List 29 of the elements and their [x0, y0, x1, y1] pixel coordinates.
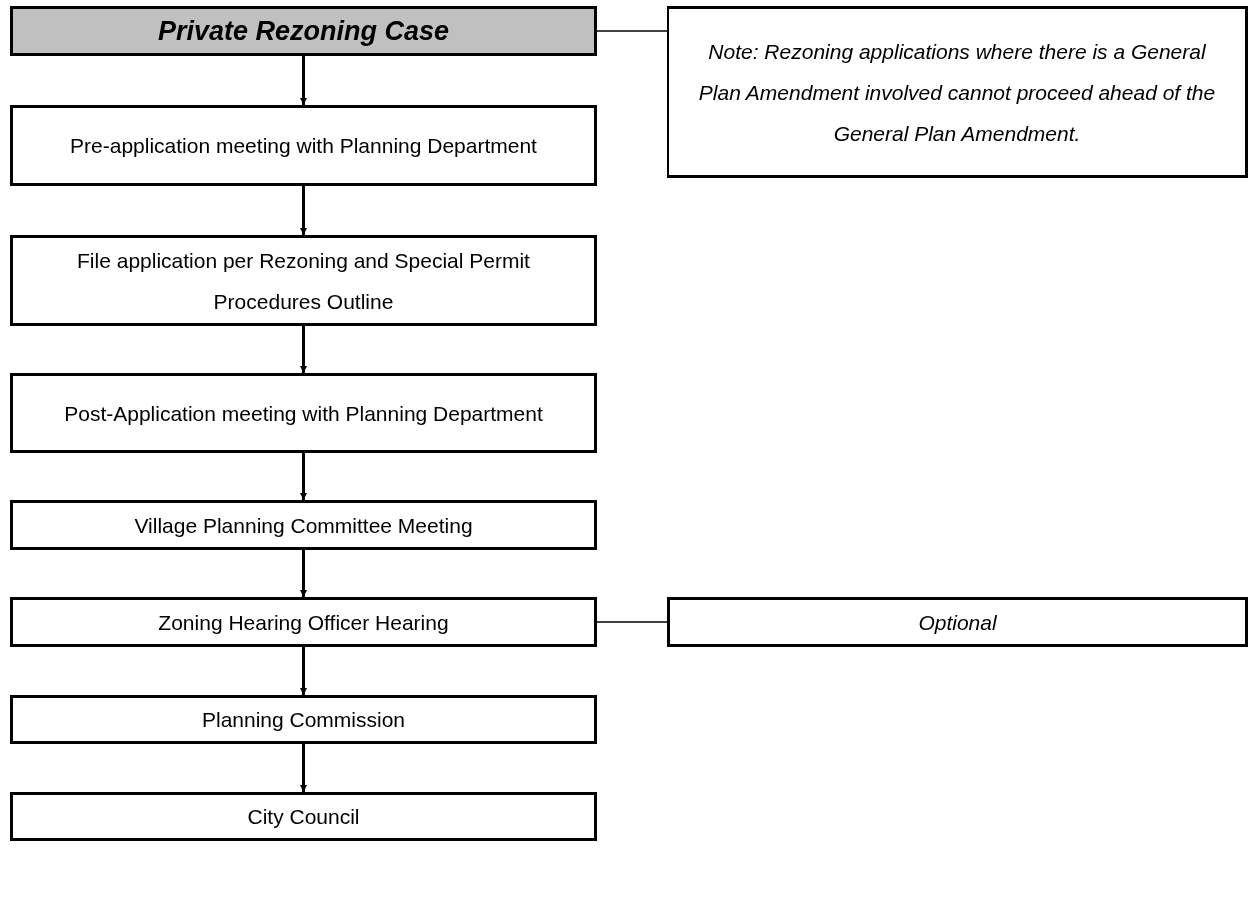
process-box: [10, 597, 597, 647]
note-box: [667, 6, 1248, 178]
arrow: [300, 186, 307, 235]
step-text: Zoning Hearing Officer Hearing: [158, 609, 449, 636]
process-box: [10, 373, 597, 453]
process-box: [10, 500, 597, 550]
arrow: [300, 647, 307, 695]
arrow: [300, 326, 307, 373]
arrow: [300, 550, 307, 597]
process-box: [10, 105, 597, 186]
process-box: [10, 695, 597, 744]
step-text: City Council: [247, 804, 360, 830]
arrow: [300, 56, 307, 105]
connector-line: [596, 30, 668, 32]
arrow: [300, 744, 307, 792]
step-text: Optional: [918, 609, 997, 636]
process-box: [10, 235, 597, 326]
process-box: [10, 792, 597, 841]
process-box: [667, 597, 1248, 647]
step-text: Village Planning Committee Meeting: [134, 512, 473, 539]
step-text: Pre-application meeting with Planning Department: [70, 133, 537, 159]
note-text: Note: Rezoning applications where there is a General Plan Amendment involved cannot proceed ahead of the General Plan Amendment.: [697, 38, 1217, 147]
title-text: Private Rezoning Case: [157, 14, 450, 48]
arrow: [300, 453, 307, 500]
step-text: Post-Application meeting with Planning Department: [64, 400, 543, 427]
connector-line: [596, 621, 668, 623]
step-text: Planning Commission: [201, 707, 406, 733]
step-text: File application per Rezoning and Special Permit Procedures Outline: [76, 247, 531, 315]
process-box: [10, 6, 597, 56]
